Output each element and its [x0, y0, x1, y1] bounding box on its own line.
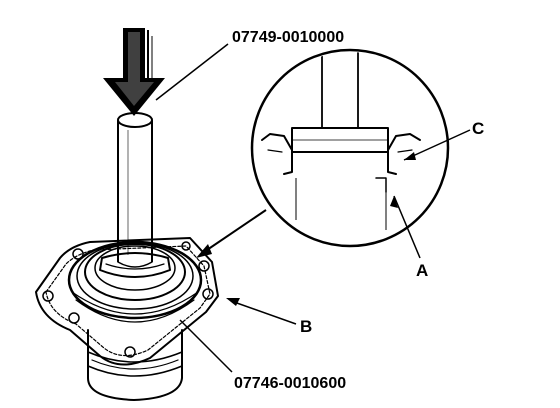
callout-a: A: [416, 261, 428, 280]
driver-shaft: [117, 112, 153, 268]
callout-c: C: [472, 119, 484, 138]
driver-attachment: [99, 252, 171, 278]
press-force-arrow: [103, 28, 165, 116]
callout-b: B: [300, 317, 312, 336]
tool-number-driver: 07749-0010000: [232, 29, 344, 46]
oil-seal: [67, 240, 203, 323]
detail-magnifier: [250, 48, 450, 248]
tool-number-attachment: 07746-0010600: [234, 375, 346, 392]
leader-lines: [155, 43, 471, 373]
housing-boss: [87, 329, 183, 401]
